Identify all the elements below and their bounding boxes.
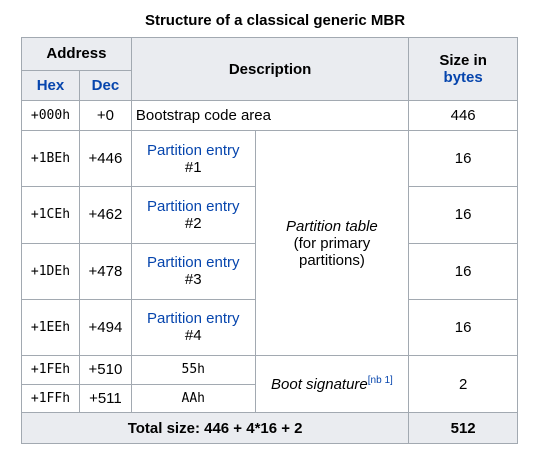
table-row: +1FEh +510 55h Boot signature[nb 1] 2 xyxy=(21,354,518,414)
size-header-line1: Size in xyxy=(439,52,487,70)
hex-cell: +1CEh xyxy=(21,186,80,244)
table-row: +1CEh +462 Partition entry #2 16 xyxy=(21,186,518,244)
hex-header: Hex xyxy=(21,69,80,102)
address-header: Address xyxy=(21,37,132,71)
partition-table-sub1: (for primary xyxy=(293,234,371,252)
hex-cell: +1BEh xyxy=(21,130,80,188)
partition-entry-number: #3 xyxy=(184,271,202,289)
table-caption: Structure of a classical generic MBR xyxy=(144,12,406,29)
partition-entry-cell: Partition entry #1 xyxy=(130,130,256,188)
total-row: Total size: 446 + 4*16 + 2 512 xyxy=(20,412,518,444)
dec-header: Dec xyxy=(78,69,132,102)
partition-entry-link[interactable]: Partition entry xyxy=(146,254,240,272)
dec-cell: +0 xyxy=(78,100,132,132)
partition-entry-cell: Partition entry #4 xyxy=(130,298,256,356)
size-cell: 16 xyxy=(408,186,518,244)
partition-entry-cell: Partition entry #3 xyxy=(130,242,256,300)
size-cell: 2 xyxy=(408,354,518,414)
dec-cell: +478 xyxy=(78,242,132,300)
dec-cell: +510 xyxy=(78,354,132,385)
size-cell: 16 xyxy=(408,130,518,188)
partition-entry-link[interactable]: Partition entry xyxy=(146,197,240,215)
size-cell: 16 xyxy=(408,242,518,300)
boot-signature-label: Boot signature xyxy=(271,375,368,393)
partition-entry-number: #1 xyxy=(184,158,202,176)
dec-cell: +446 xyxy=(78,130,132,188)
total-value: 512 xyxy=(408,412,518,444)
hex-cell: +000h xyxy=(21,100,80,132)
hex-cell: +1FFh xyxy=(21,383,80,414)
table-row: +1BEh +446 Partition entry #1 Partition … xyxy=(21,130,518,356)
total-label: Total size: 446 + 4*16 + 2 xyxy=(20,412,410,444)
signature-byte-cell: AAh xyxy=(130,383,256,414)
partition-entry-link[interactable]: Partition entry xyxy=(146,310,240,328)
partition-entry-number: #2 xyxy=(184,214,202,232)
partition-table-title: Partition table xyxy=(286,217,378,235)
table-row: +1FFh +511 AAh xyxy=(21,383,518,414)
partition-entry-link[interactable]: Partition entry xyxy=(146,141,240,159)
signature-byte-cell: 55h xyxy=(130,354,256,385)
partition-table-sub2: partitions) xyxy=(298,251,365,269)
header-row-1: Address Description Size in bytes xyxy=(21,36,518,102)
hex-cell: +1FEh xyxy=(21,354,80,385)
hex-cell: +1EEh xyxy=(21,298,80,356)
dec-cell: +511 xyxy=(78,383,132,414)
partition-table-desc: Partition table (for primary partitions) xyxy=(254,130,410,356)
table-row: +000h +0 Bootstrap code area 446 xyxy=(21,100,518,132)
header-row-2: Hex Dec xyxy=(21,69,518,102)
dec-cell: +494 xyxy=(78,298,132,356)
partition-entry-number: #4 xyxy=(184,327,202,345)
partition-entry-cell: Partition entry #2 xyxy=(130,186,256,244)
size-cell: 16 xyxy=(408,298,518,356)
description-header: Description xyxy=(130,36,410,102)
dec-cell: +462 xyxy=(78,186,132,244)
bootstrap-desc: Bootstrap code area xyxy=(130,100,410,132)
dec-link[interactable]: Dec xyxy=(91,77,120,95)
size-cell: 446 xyxy=(408,100,518,132)
size-header: Size in bytes xyxy=(408,36,518,102)
footnote-link[interactable]: [nb 1] xyxy=(367,374,393,386)
bytes-link[interactable]: bytes xyxy=(443,69,483,87)
hex-link[interactable]: Hex xyxy=(36,77,65,95)
hex-cell: +1DEh xyxy=(21,242,80,300)
boot-signature-desc: Boot signature[nb 1] xyxy=(254,354,410,414)
table-row: +1DEh +478 Partition entry #3 16 xyxy=(21,242,518,300)
table-row: +1EEh +494 Partition entry #4 16 xyxy=(21,298,518,356)
mbr-table: Address Description Size in bytes Hex De… xyxy=(20,36,518,444)
